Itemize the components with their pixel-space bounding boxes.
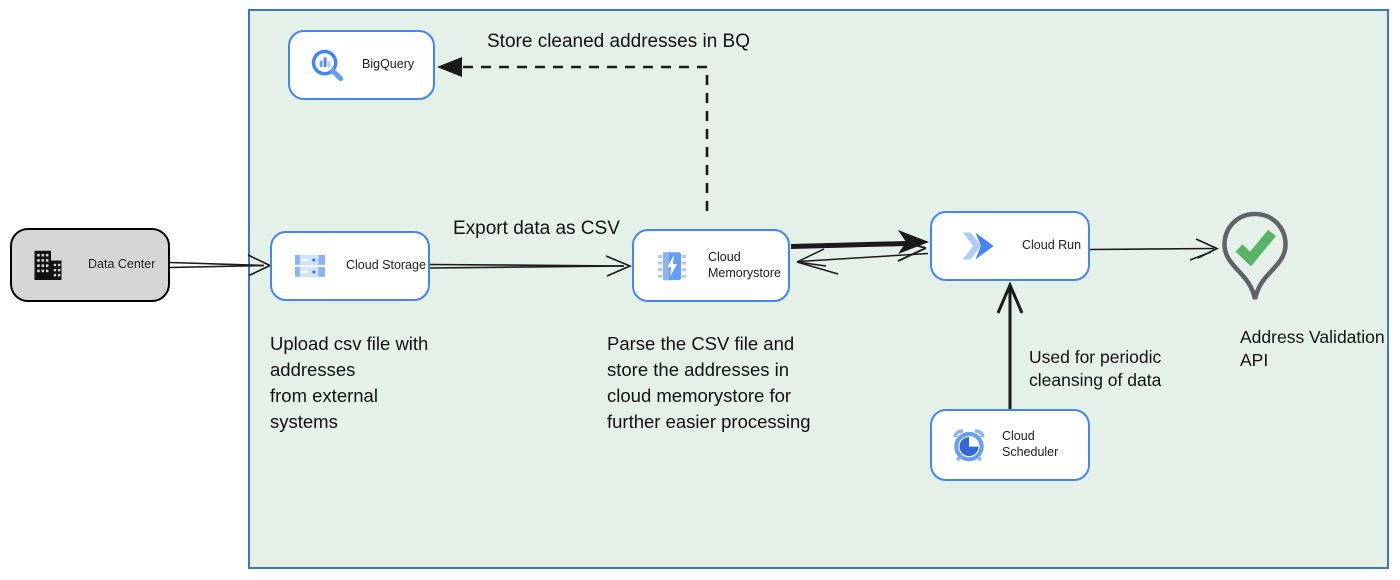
gcp-system-boundary bbox=[248, 9, 1389, 569]
node-data-center[interactable]: Data Center bbox=[10, 228, 170, 302]
building-icon bbox=[30, 247, 66, 283]
node-label-bigquery: BigQuery bbox=[362, 57, 415, 72]
node-cloud-memorystore[interactable]: Cloud Memorystore bbox=[632, 229, 790, 302]
node-label-cloud-storage: Cloud Storage bbox=[346, 258, 426, 273]
label-address-validation-api: Address Validation API bbox=[1240, 327, 1385, 370]
node-bigquery[interactable]: BigQuery bbox=[288, 30, 435, 100]
alarm-clock-icon bbox=[950, 426, 988, 464]
map-pin-check-icon bbox=[1220, 211, 1290, 310]
double-chevron-icon bbox=[958, 227, 996, 265]
storage-bars-icon bbox=[292, 248, 328, 284]
node-label-cloud-run: Cloud Run bbox=[1022, 238, 1082, 253]
annotation-parse-csv: Parse the CSV file and store the address… bbox=[607, 333, 811, 432]
node-label-cloud-scheduler: Cloud Scheduler bbox=[1002, 429, 1059, 459]
magnifier-chart-icon bbox=[308, 46, 346, 84]
node-cloud-scheduler[interactable]: Cloud Scheduler bbox=[930, 409, 1090, 481]
node-label-data-center: Data Center bbox=[88, 257, 156, 272]
edge-label-store-cleaned: Store cleaned addresses in BQ bbox=[487, 31, 750, 52]
annotation-upload-csv: Upload csv file with addresses from exte… bbox=[270, 333, 429, 432]
memory-chip-bolt-icon bbox=[654, 248, 690, 284]
node-address-validation-api[interactable] bbox=[1220, 210, 1290, 306]
node-cloud-run[interactable]: Cloud Run bbox=[930, 211, 1090, 281]
edge-label-export-csv: Export data as CSV bbox=[453, 218, 620, 239]
node-cloud-storage[interactable]: Cloud Storage bbox=[270, 231, 430, 301]
edge-label-periodic-cleansing: Used for periodic cleansing of data bbox=[1029, 347, 1162, 390]
node-label-cloud-memorystore: Cloud Memorystore bbox=[708, 249, 781, 280]
